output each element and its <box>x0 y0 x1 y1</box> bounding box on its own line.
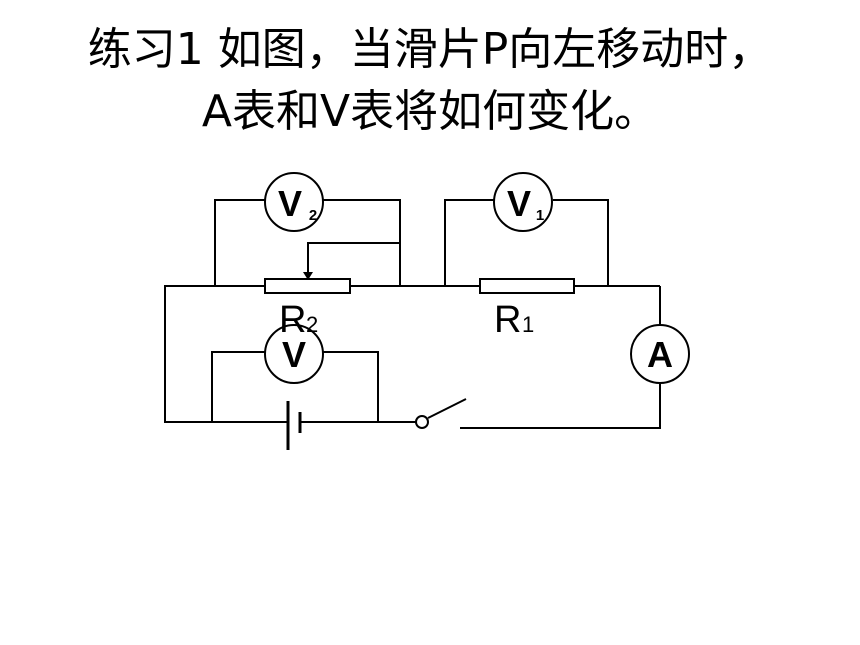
voltmeter-v2-subscript: 2 <box>309 207 317 224</box>
voltmeter-v1: V 1 <box>493 172 553 232</box>
circuit-wires <box>164 199 661 429</box>
voltmeter-v1-label: V <box>507 183 531 224</box>
voltmeter-v2: V 2 <box>264 172 324 232</box>
resistor-r2-label-group: R 2 <box>279 299 318 341</box>
voltmeter-v2-label: V <box>278 183 302 224</box>
ammeter-a: A <box>630 324 690 384</box>
question-line-2: A表和V表将如何变化。 <box>201 86 659 137</box>
voltmeter-v: V <box>264 324 324 384</box>
resistor-r1-label-group: R 1 <box>494 299 534 341</box>
resistor-r2-label: R <box>279 299 306 341</box>
ammeter-a-label: A <box>647 334 673 375</box>
resistor-r1-label: R <box>494 299 521 341</box>
voltmeter-v1-subscript: 1 <box>536 207 544 224</box>
slider-arrow-icon <box>303 272 313 280</box>
resistor-r1-subscript: 1 <box>522 312 534 337</box>
question-line-1: 练习1 如图，当滑片P向左移动时， <box>87 24 773 75</box>
resistor-r2 <box>264 278 351 294</box>
voltmeter-v-label: V <box>282 334 306 375</box>
resistor-r1 <box>479 278 575 294</box>
resistor-r2-subscript: 2 <box>306 312 318 337</box>
switch-contact <box>415 415 429 429</box>
